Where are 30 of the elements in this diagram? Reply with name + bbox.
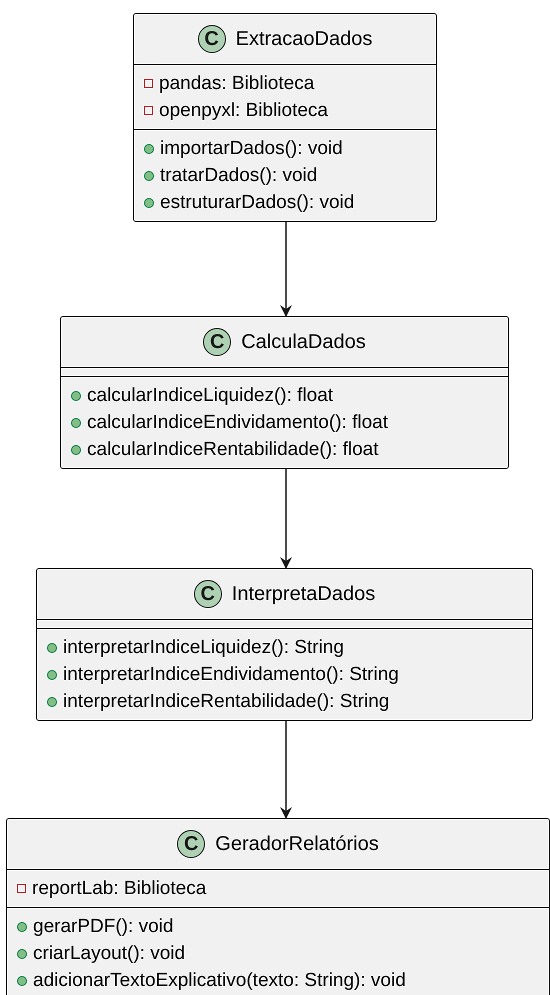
arrow (280, 469, 292, 569)
arrow (280, 721, 292, 819)
class-icon: C (198, 25, 226, 53)
class-icon: C (194, 580, 222, 608)
method-text: calcularIndiceRentabilidade(): float (87, 438, 378, 460)
class-name: GeradorRelatórios (215, 832, 379, 856)
attribute-text: openpyxl: Biblioteca (159, 100, 328, 122)
method-text: interpretarIndiceRentabilidade(): String (63, 690, 390, 712)
class-box (36, 568, 533, 721)
method-text: tratarDados(): void (160, 164, 318, 186)
class-icon: C (177, 830, 206, 858)
class-name: InterpretaDados (232, 582, 376, 606)
method-text: interpretarIndiceEndividamento(): String (63, 664, 399, 686)
attribute-text: pandas: Biblioteca (159, 72, 314, 94)
class-box (6, 818, 550, 995)
method-text: calcularIndiceLiquidez(): float (87, 384, 334, 406)
class-icon: C (203, 328, 232, 356)
method-text: importarDados(): void (160, 138, 343, 160)
class-name: ExtracaoDados (236, 28, 372, 50)
method-text: criarLayout(): void (33, 942, 186, 964)
method-text: interpretarIndiceLiquidez(): String (63, 636, 344, 658)
class-box (60, 316, 509, 469)
method-text: estruturarDados(): void (160, 192, 354, 214)
arrow (280, 222, 292, 317)
class-box (133, 13, 437, 222)
method-text: gerarPDF(): void (33, 916, 174, 938)
method-text: calcularIndiceEndividamento(): float (87, 412, 388, 434)
method-text: adicionarTextoExplicativo(texto: String): void (33, 970, 406, 992)
class-name: CalculaDados (241, 330, 366, 354)
attribute-text: reportLab: Biblioteca (32, 878, 206, 900)
